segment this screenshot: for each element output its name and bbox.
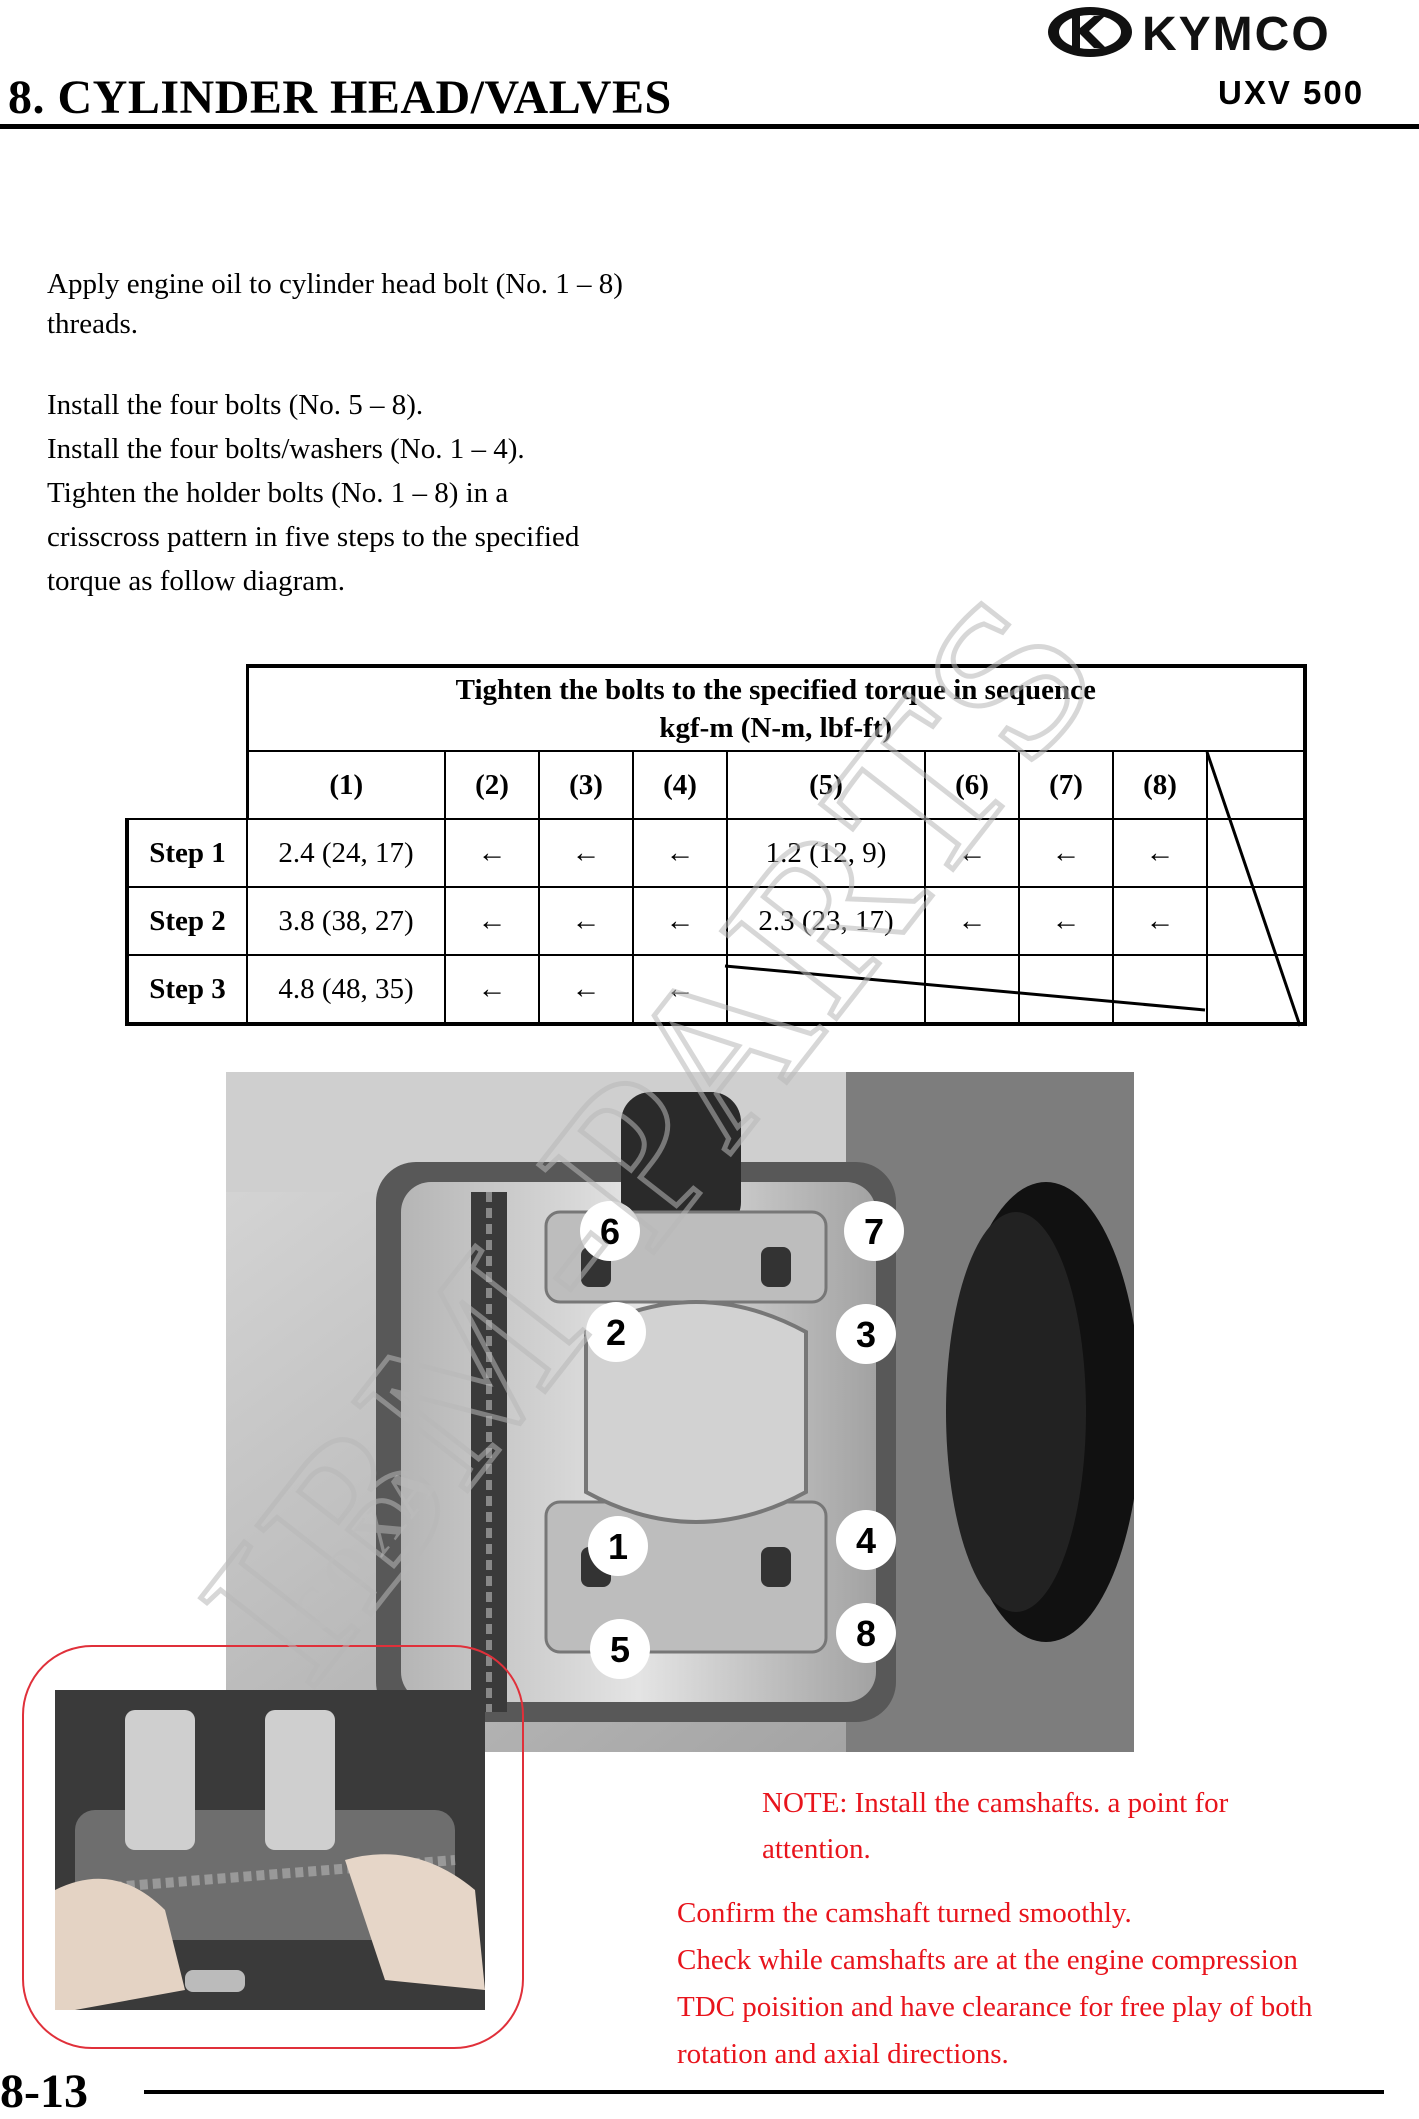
note-line: Confirm the camshaft turned smoothly. xyxy=(677,1897,1132,1929)
torque-cell: ← xyxy=(444,886,540,956)
brand-text: KYMCO xyxy=(1142,8,1331,60)
table-row: Step 3 4.8 (48, 35) ← ← ← xyxy=(125,954,1308,1026)
page-title: 8. CYLINDER HEAD/VALVES xyxy=(8,71,672,124)
blank-cell xyxy=(1205,750,1308,820)
column-header: (5) xyxy=(726,750,926,820)
torque-cell xyxy=(1018,954,1114,1026)
step-label: Step 1 xyxy=(125,818,248,888)
torque-cell: 3.8 (38, 27) xyxy=(246,886,446,956)
bolt-label: 8 xyxy=(856,1613,876,1654)
note-line: NOTE: Install the camshafts. a point for xyxy=(762,1787,1229,1819)
torque-cell: ← xyxy=(924,818,1020,888)
note-line: rotation and axial directions. xyxy=(677,2038,1009,2070)
column-header: (8) xyxy=(1112,750,1208,820)
page-number: 8-13 xyxy=(0,2065,88,2118)
blank-cell xyxy=(1205,886,1308,956)
note-line: Check while camshafts are at the engine … xyxy=(677,1944,1298,1976)
intro-line: torque as follow diagram. xyxy=(47,565,345,597)
inset-highlight-frame xyxy=(22,1645,524,2049)
blank-cell xyxy=(1205,954,1308,1026)
bolt-label: 2 xyxy=(606,1312,626,1353)
torque-cell: ← xyxy=(444,818,540,888)
blank-cell xyxy=(1205,818,1308,888)
column-header: (1) xyxy=(246,750,446,820)
model-name: UXV 500 xyxy=(1218,74,1365,111)
intro-line: Install the four bolts (No. 5 – 8). xyxy=(47,389,424,421)
table-row: Step 1 2.4 (24, 17) ← ← ← 1.2 (12, 9) ← … xyxy=(125,818,1308,888)
intro-line: Install the four bolts/washers (No. 1 – … xyxy=(47,433,525,465)
table-corner xyxy=(127,666,249,819)
torque-cell: ← xyxy=(1112,886,1208,956)
torque-cell: ← xyxy=(444,954,540,1026)
note-line: attention. xyxy=(762,1833,871,1865)
bolt-label: 5 xyxy=(610,1629,630,1670)
torque-cell: ← xyxy=(538,954,634,1026)
intro-paragraph-1: Apply engine oil to cylinder head bolt (… xyxy=(47,268,623,340)
torque-cell: 4.8 (48, 35) xyxy=(246,954,446,1026)
camshaft-check-note: Confirm the camshaft turned smoothly. Ch… xyxy=(677,1890,1419,2078)
column-header: (2) xyxy=(444,750,540,820)
bolt-label: 1 xyxy=(608,1526,628,1567)
column-header: (7) xyxy=(1018,750,1114,820)
torque-cell: ← xyxy=(1018,886,1114,956)
torque-cell: ← xyxy=(1018,818,1114,888)
bolt-label: 6 xyxy=(600,1211,620,1252)
cylinder-head-photo: 6 7 2 3 1 4 5 8 xyxy=(226,1072,1134,1752)
torque-table: Tighten the bolts to the specified torqu… xyxy=(125,664,1308,1030)
intro-line: Tighten the holder bolts (No. 1 – 8) in … xyxy=(47,477,509,509)
table-header: Tighten the bolts to the specified torqu… xyxy=(245,664,1308,752)
torque-cell: ← xyxy=(632,818,728,888)
camshaft-install-photo xyxy=(55,1690,485,2010)
column-header: (3) xyxy=(538,750,634,820)
table-row: Step 2 3.8 (38, 27) ← ← ← 2.3 (23, 17) ←… xyxy=(125,886,1308,956)
intro-paragraph-2: Install the four bolts (No. 5 – 8). Inst… xyxy=(47,383,707,603)
note-line: TDC poisition and have clearance for fre… xyxy=(677,1991,1313,2023)
footer-rule xyxy=(144,2090,1384,2094)
header-rule xyxy=(0,124,1419,129)
torque-cell xyxy=(726,954,926,1026)
torque-cell: ← xyxy=(538,886,634,956)
camshaft-note: NOTE: Install the camshafts. a point for… xyxy=(762,1780,1362,1872)
torque-cell: 2.3 (23, 17) xyxy=(726,886,926,956)
column-header: (4) xyxy=(632,750,728,820)
table-header-line2: kgf-m (N-m, lbf-ft) xyxy=(659,712,893,744)
step-label: Step 2 xyxy=(125,886,248,956)
kymco-logo: KYMCO xyxy=(1048,7,1331,60)
torque-cell: ← xyxy=(1112,818,1208,888)
step-label: Step 3 xyxy=(125,954,248,1026)
torque-cell: ← xyxy=(632,954,728,1026)
bolt-label: 7 xyxy=(864,1211,884,1252)
torque-cell: 2.4 (24, 17) xyxy=(246,818,446,888)
bolt-label-group: 6 7 2 3 1 4 5 8 xyxy=(580,1201,904,1679)
intro-line: crisscross pattern in five steps to the … xyxy=(47,521,580,553)
torque-cell: ← xyxy=(538,818,634,888)
bolt-label: 4 xyxy=(856,1520,876,1561)
torque-cell xyxy=(924,954,1020,1026)
torque-cell: 1.2 (12, 9) xyxy=(726,818,926,888)
torque-cell: ← xyxy=(632,886,728,956)
bolt-label: 3 xyxy=(856,1314,876,1355)
torque-cell xyxy=(1112,954,1208,1026)
table-header-line1: Tighten the bolts to the specified torqu… xyxy=(455,674,1096,706)
torque-cell: ← xyxy=(924,886,1020,956)
column-header: (6) xyxy=(924,750,1020,820)
